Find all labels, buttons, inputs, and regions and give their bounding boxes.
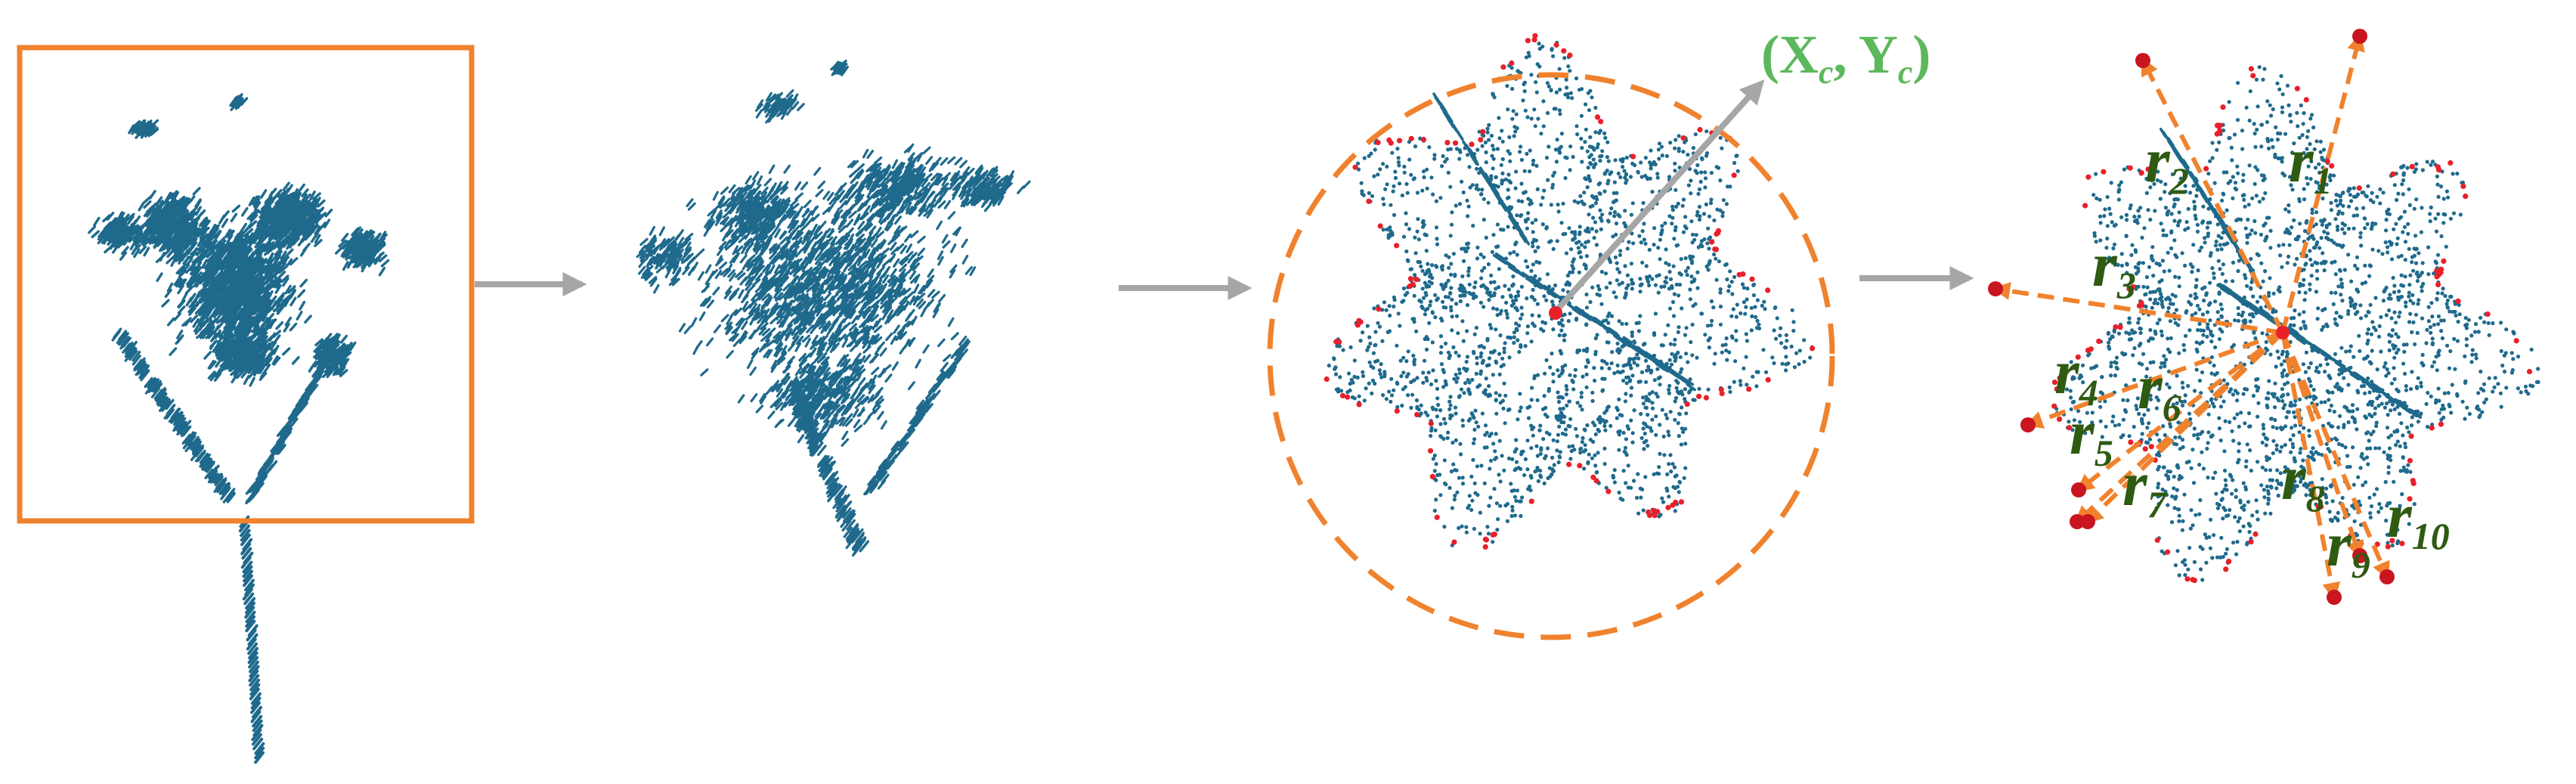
radius-line-2	[2141, 57, 2285, 334]
radius-endpoint-1	[2352, 29, 2367, 44]
radius-endpoint-2	[2135, 53, 2150, 68]
radius-label-10: r10	[2387, 481, 2450, 557]
radius-line-5	[2076, 330, 2284, 492]
radius-label-3: r3	[2092, 230, 2136, 306]
radius-lines	[1992, 33, 2390, 601]
radius-label-1: r1	[2289, 126, 2333, 202]
radius-endpoint-4	[2020, 417, 2036, 432]
tree-point-cloud	[88, 93, 390, 764]
crown-top-view-points-2	[2054, 65, 2540, 582]
radius-label-4: r4	[2054, 337, 2098, 414]
centroid-label: (Xc, Yc)	[1761, 24, 1930, 91]
crown-top-view-points	[1327, 40, 1814, 547]
radius-endpoint-8	[2327, 590, 2342, 605]
radius-endpoint-7	[2070, 514, 2085, 529]
radius-label-2: r2	[2145, 126, 2189, 202]
enclosing-circle	[1267, 72, 1835, 640]
panel-2-crown-segmented	[636, 59, 1031, 557]
radius-endpoint-3	[1988, 281, 2003, 296]
radius-label-9: r9	[2327, 510, 2370, 586]
radius-endpoint-10	[2352, 548, 2367, 563]
centroid-point	[1549, 306, 1562, 320]
radius-line-4	[2024, 330, 2284, 429]
radius-labels: r1 r2 r3 r4 r5 r6 r7 r8 r9 r10	[2054, 126, 2450, 586]
radius-line-7	[2074, 330, 2285, 525]
panel-1-full-tree	[17, 45, 475, 764]
boundary-points-2	[2051, 66, 2533, 584]
radius-line-8	[2280, 332, 2341, 601]
panel-3-enclosing-circle: (Xc, Yc)	[1267, 24, 1930, 640]
crown-bounding-box	[17, 45, 475, 524]
radius-label-5: r5	[2070, 398, 2113, 474]
radius-endpoint-9	[2379, 569, 2395, 584]
radius-label-6: r6	[2138, 352, 2181, 429]
radius-line-10	[2280, 332, 2364, 559]
radius-label-7: r7	[2122, 449, 2168, 525]
radius-arrow	[1553, 79, 1765, 314]
radius-endpoint-5	[2071, 482, 2086, 497]
radius-line-6	[2085, 330, 2285, 525]
radius-endpoint-6	[2080, 514, 2095, 529]
panel-4-crown-radii: r1 r2 r3 r4 r5 r6 r7 r8 r9 r10	[1988, 29, 2540, 605]
boundary-points	[1324, 33, 1816, 550]
radius-line-3	[1992, 282, 2283, 335]
crown-point-cloud	[636, 59, 1031, 557]
radius-label-8: r8	[2281, 443, 2325, 519]
radius-endpoints	[1988, 29, 2395, 605]
radius-center-point	[2276, 326, 2290, 339]
radius-line-9	[2280, 331, 2390, 581]
